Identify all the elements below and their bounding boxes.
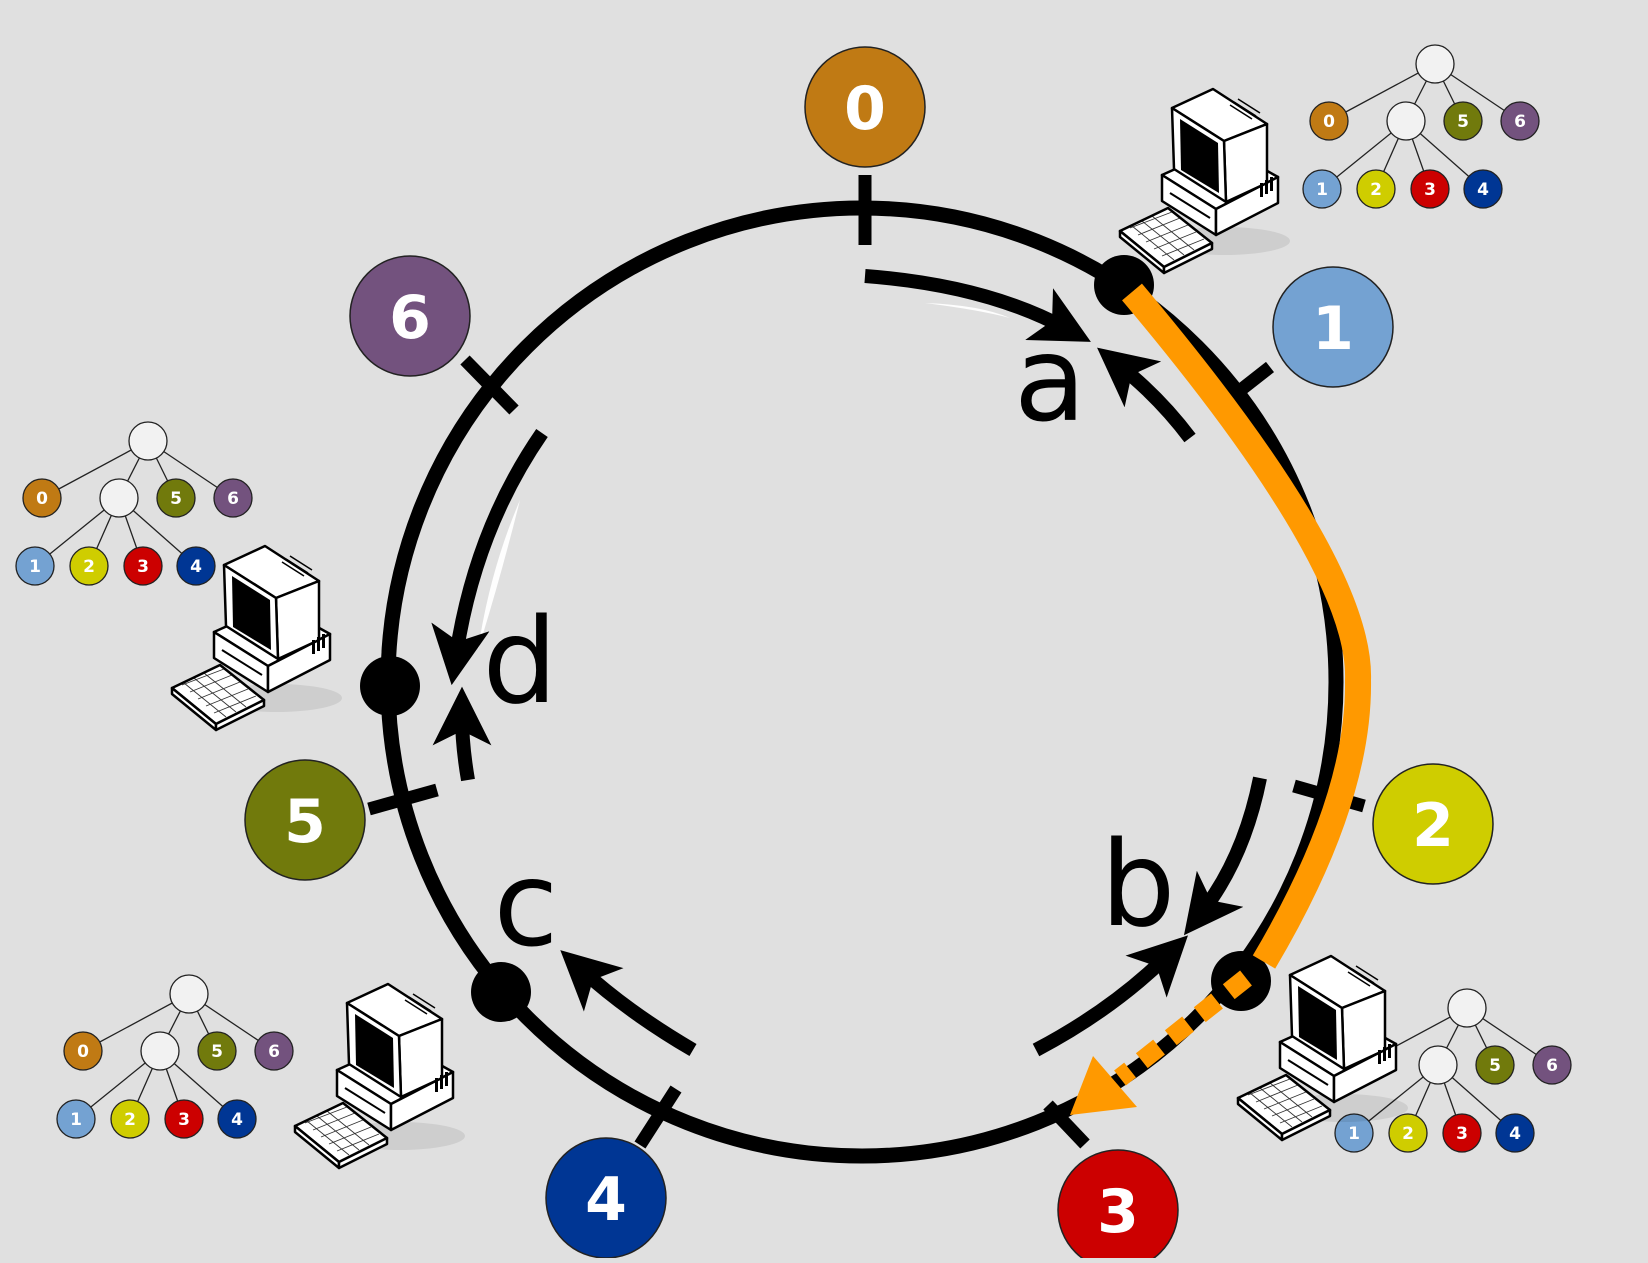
- node-label-a: a: [1014, 310, 1086, 448]
- key-tree-icon: [1302, 44, 1540, 209]
- computer-icon: [293, 982, 467, 1170]
- key-tree-icon: [56, 974, 294, 1139]
- node-label-d: d: [483, 592, 558, 730]
- node-label-b: b: [1101, 815, 1176, 953]
- key-tree-icon: [15, 421, 253, 586]
- node-labels: a b c d: [483, 310, 1176, 973]
- lookup-arrowhead: [1070, 1056, 1137, 1115]
- key-circle-1: 1: [1272, 266, 1394, 388]
- node-d-dot: [360, 656, 420, 716]
- arc-key6-to-d: [431, 429, 548, 686]
- arc-key4-to-c: [560, 950, 697, 1057]
- key-circle-4: 4: [545, 1137, 667, 1259]
- key-circle-5: 5: [244, 759, 366, 881]
- arc-key3-to-b: [1032, 935, 1188, 1057]
- key-label: 3: [1097, 1177, 1139, 1247]
- key-label: 1: [1312, 294, 1354, 364]
- node-label-c: c: [494, 835, 559, 973]
- key-circle-0: 0: [804, 46, 926, 168]
- lookup-path: [1070, 283, 1372, 1115]
- key-circle-2: 2: [1372, 763, 1494, 885]
- key-label: 5: [284, 787, 326, 857]
- arc-key0-to-a: [864, 269, 1091, 342]
- arc-key2-to-b: [1183, 776, 1267, 936]
- arc-key5-to-d: [432, 686, 492, 782]
- key-tick-marks: [367, 175, 1366, 1149]
- key-label: 2: [1412, 791, 1454, 861]
- key-circle-6: 6: [349, 255, 471, 377]
- key-label: 6: [389, 283, 431, 353]
- key-label: 0: [844, 74, 886, 144]
- key-circle-3: 3: [1057, 1149, 1179, 1263]
- key-label: 4: [585, 1165, 627, 1235]
- arc-key1-to-a: [1097, 347, 1196, 443]
- computer-icon: [1118, 87, 1292, 275]
- node-c-dot: [471, 962, 531, 1022]
